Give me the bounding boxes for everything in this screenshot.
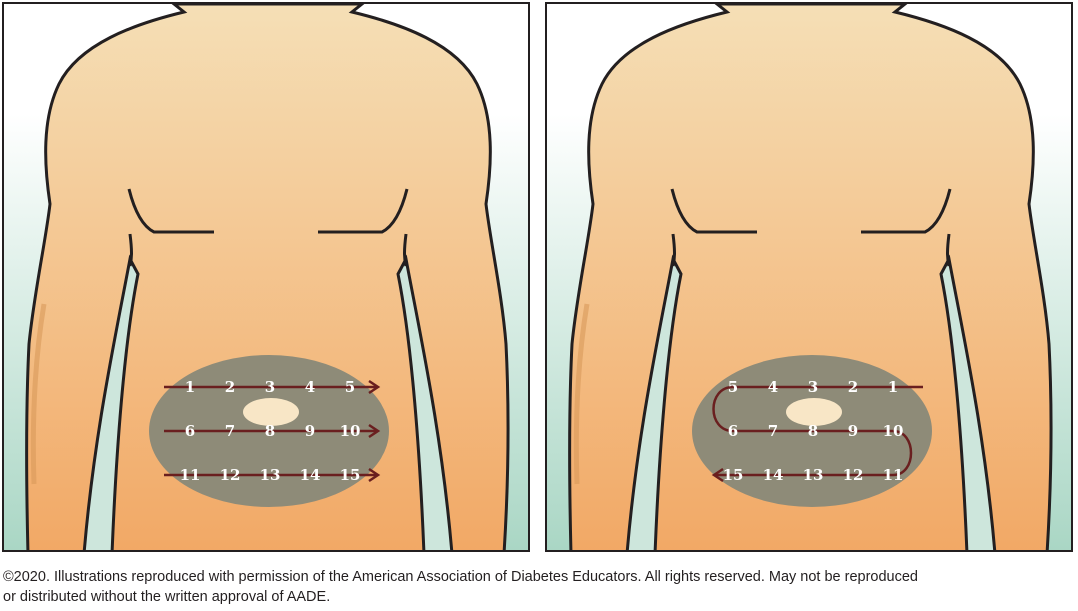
site-number: 4	[305, 378, 315, 396]
left-chest-line	[670, 188, 757, 234]
site-number: 5	[728, 378, 738, 396]
rotation-arrows	[164, 379, 381, 483]
right-torso-panel: 5 4 3 2 1 6 7 8 9 10 15 14 13 12 11	[545, 2, 1073, 552]
right-arm-gap	[939, 254, 997, 550]
site-number: 6	[185, 422, 195, 440]
site-number: 10	[883, 422, 904, 440]
site-number: 14	[763, 466, 784, 484]
site-number: 12	[843, 466, 864, 484]
right-side-line	[946, 233, 951, 267]
torso-skin	[25, 4, 510, 550]
left-arm-gap	[625, 254, 683, 550]
arrowhead-row-3	[368, 467, 381, 483]
site-number: 13	[260, 466, 281, 484]
site-number: 4	[768, 378, 778, 396]
left-arm-gap	[82, 254, 140, 550]
site-number: 11	[883, 466, 904, 484]
navel	[243, 398, 299, 426]
copyright-line-2: or distributed without the written appro…	[3, 589, 331, 605]
site-number: 15	[340, 466, 361, 484]
right-chest-line	[861, 188, 952, 234]
site-number: 1	[185, 378, 195, 396]
site-numbers: 5 4 3 2 1 6 7 8 9 10 15 14 13 12 11	[723, 378, 904, 484]
site-number: 8	[808, 422, 818, 440]
site-number: 8	[265, 422, 275, 440]
serpentine-arrowhead	[711, 467, 724, 483]
left-torso-panel: 1 2 3 4 5 6 7 8 9 10 11 12 13 14 15	[2, 2, 530, 552]
left-torso-illustration: 1 2 3 4 5 6 7 8 9 10 11 12 13 14 15	[4, 4, 528, 550]
arrowhead-row-2	[368, 423, 381, 439]
copyright-line-1: ©2020. Illustrations reproduced with per…	[3, 569, 918, 585]
site-number: 12	[220, 466, 241, 484]
rotation-arrows	[711, 385, 923, 483]
site-number: 2	[225, 378, 235, 396]
site-number: 10	[340, 422, 361, 440]
site-number: 9	[305, 422, 315, 440]
site-number: 13	[803, 466, 824, 484]
site-number: 15	[723, 466, 744, 484]
serpentine-arrow	[712, 385, 923, 477]
site-number: 3	[265, 378, 275, 396]
site-number: 9	[848, 422, 858, 440]
right-side-line	[403, 233, 408, 267]
navel	[786, 398, 842, 426]
site-number: 6	[728, 422, 738, 440]
site-number: 14	[300, 466, 321, 484]
site-number: 7	[768, 422, 778, 440]
left-side-line	[128, 233, 133, 267]
torso-skin	[568, 4, 1053, 550]
left-side-line	[671, 233, 676, 267]
left-chest-line	[127, 188, 214, 234]
site-number: 7	[225, 422, 235, 440]
arrowhead-row-1	[368, 379, 381, 395]
site-number: 11	[180, 466, 201, 484]
right-torso-illustration: 5 4 3 2 1 6 7 8 9 10 15 14 13 12 11	[547, 4, 1071, 550]
site-number: 3	[808, 378, 818, 396]
site-number: 2	[848, 378, 858, 396]
right-arm-gap	[396, 254, 454, 550]
left-shading	[30, 303, 47, 485]
copyright-notice: ©2020. Illustrations reproduced with per…	[3, 567, 1075, 607]
right-chest-line	[318, 188, 409, 234]
left-shading	[573, 303, 590, 485]
site-number: 1	[888, 378, 898, 396]
site-number: 5	[345, 378, 355, 396]
site-numbers: 1 2 3 4 5 6 7 8 9 10 11 12 13 14 15	[180, 378, 361, 484]
